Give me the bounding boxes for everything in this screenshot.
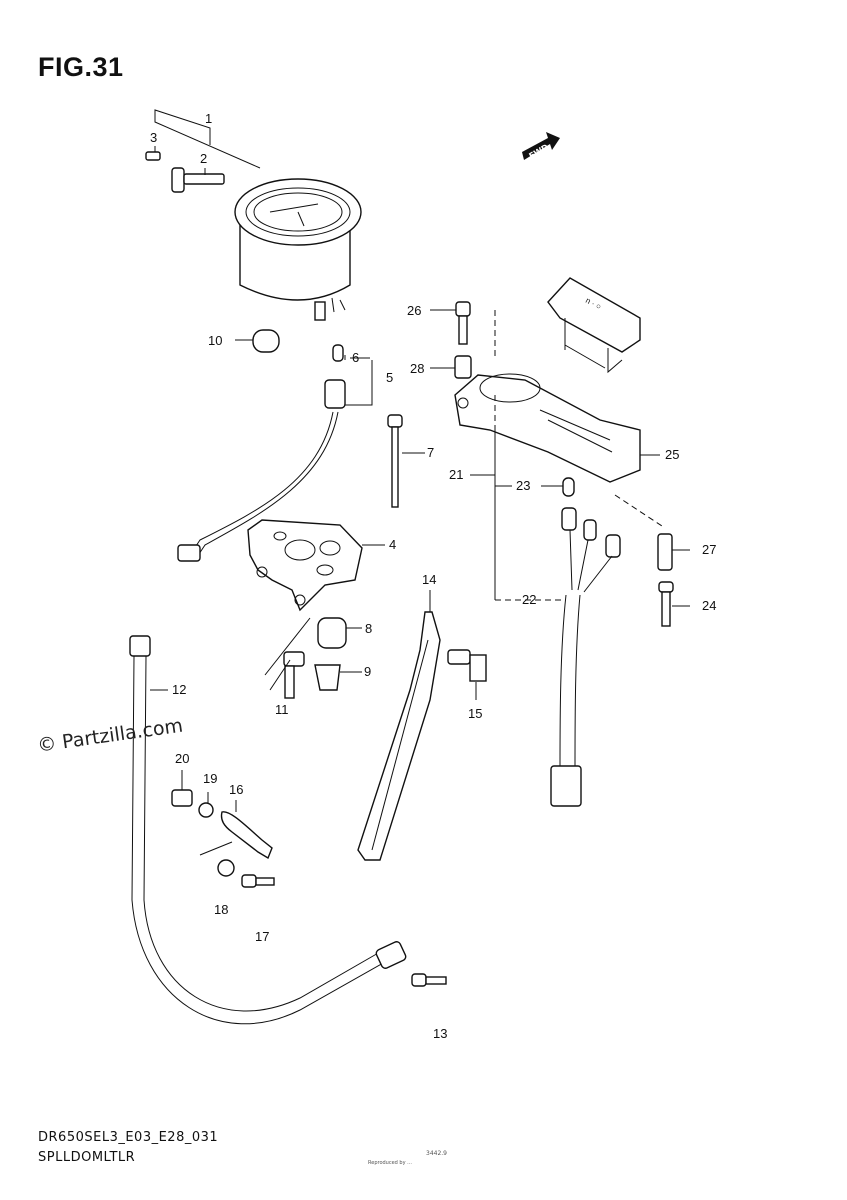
trip-knob bbox=[171, 167, 225, 193]
speedometer-cable bbox=[129, 635, 407, 1025]
screw-24 bbox=[658, 581, 674, 627]
callout-3: 3 bbox=[150, 130, 157, 145]
guide-bolt bbox=[447, 649, 487, 682]
indicator-socket-harness bbox=[550, 507, 621, 807]
screw-17 bbox=[241, 874, 275, 888]
callout-15: 15 bbox=[468, 706, 482, 721]
callout-1: 1 bbox=[205, 111, 212, 126]
cable-bolt bbox=[411, 973, 447, 987]
figure-title: FIG.31 bbox=[38, 52, 124, 82]
rubber-cap bbox=[252, 329, 280, 353]
callout-14: 14 bbox=[422, 572, 436, 587]
fwd-arrow: FWD bbox=[522, 132, 560, 161]
indicator-housing bbox=[454, 373, 641, 483]
small-copyright: Reproduced by ... bbox=[368, 1160, 412, 1166]
callout-28: 28 bbox=[410, 361, 424, 376]
callout-11: 11 bbox=[275, 702, 289, 717]
washer-18 bbox=[217, 859, 235, 877]
callout-17-19: 19 bbox=[203, 771, 217, 786]
callout-25: 25 bbox=[665, 447, 679, 462]
callout-8: 8 bbox=[365, 621, 372, 636]
knob-screw bbox=[145, 151, 161, 161]
nut-20 bbox=[171, 789, 193, 807]
callout-17: 17 bbox=[255, 929, 269, 944]
console-bolt bbox=[455, 301, 471, 345]
indicator-bulb bbox=[562, 477, 575, 497]
callout-10: 10 bbox=[208, 333, 222, 348]
clamp-16 bbox=[220, 811, 273, 860]
callout-27: 27 bbox=[702, 542, 716, 557]
bracket-bolt bbox=[283, 651, 305, 699]
small-code: 3442.9 bbox=[426, 1150, 447, 1157]
cable-tie bbox=[387, 414, 403, 508]
cable-guide bbox=[357, 611, 441, 861]
meter-lamp-harness bbox=[177, 344, 346, 562]
spacer-28 bbox=[454, 355, 472, 379]
callout-22: 22 bbox=[522, 592, 536, 607]
rubber-27 bbox=[657, 533, 673, 571]
indicator-lens: n · ○ bbox=[547, 277, 641, 374]
callout-23: 23 bbox=[516, 478, 530, 493]
collar-washer bbox=[314, 664, 341, 691]
callout-12: 12 bbox=[172, 682, 186, 697]
callout-20: 20 bbox=[175, 751, 189, 766]
callout-9: 9 bbox=[364, 664, 371, 679]
meter-bracket bbox=[247, 519, 363, 612]
speedometer-assembly bbox=[234, 178, 362, 321]
diagram-name: SPLLDOMLTLR bbox=[38, 1150, 136, 1165]
callout-18: 18 bbox=[214, 902, 228, 917]
callout-16: 16 bbox=[229, 782, 243, 797]
callout-13: 13 bbox=[433, 1026, 447, 1041]
callout-24: 24 bbox=[702, 598, 716, 613]
diagram-code: DR650SEL3_E03_E28_031 bbox=[38, 1130, 219, 1145]
callout-4: 4 bbox=[389, 537, 396, 552]
callout-7: 7 bbox=[427, 445, 434, 460]
callout-2: 2 bbox=[200, 151, 207, 166]
callout-26: 26 bbox=[407, 303, 421, 318]
rubber-damper bbox=[317, 617, 347, 649]
callout-5: 5 bbox=[386, 370, 393, 385]
washer-19 bbox=[198, 802, 214, 818]
callout-21: 21 bbox=[449, 467, 463, 482]
callout-6: 6 bbox=[352, 350, 359, 365]
